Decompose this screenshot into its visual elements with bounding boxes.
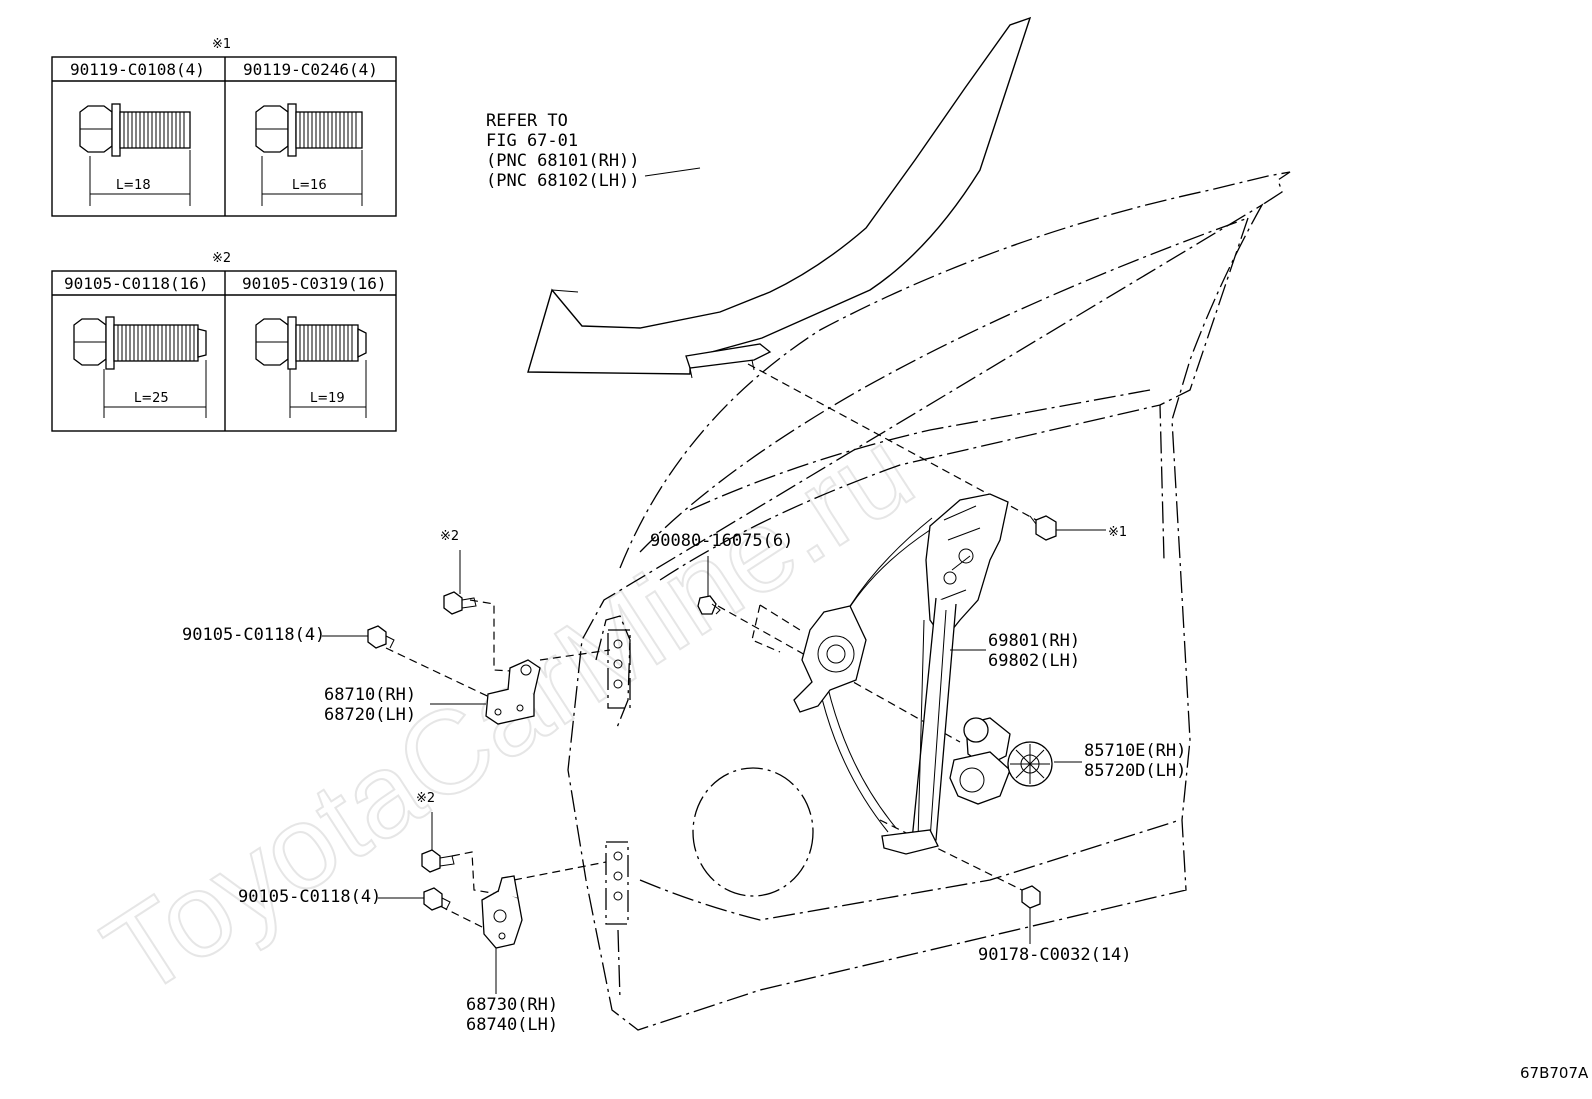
nut-90178-label: 90178-C0032(14) [978,945,1132,965]
table-1-length-1: L=18 [116,178,151,193]
table-1-part-2: 90119-C0246(4) [243,60,378,79]
lower-hinge-rh-label: 68730(RH) [466,995,558,1015]
refer-line-2: FIG 67-01 [486,131,578,151]
bolt-icon [73,316,207,370]
upper-hinge-lh-label: 68720(LH) [324,705,416,725]
refer-leader [644,167,701,177]
bolt-icon [421,849,455,873]
table-1-length-2: L=16 [292,178,327,193]
lower-hinge-lh-label: 68740(LH) [466,1015,558,1035]
motor-lh-label: 85720D(LH) [1084,761,1186,781]
upper-hinge-rh-label: 68710(RH) [324,685,416,705]
table-2-length-1: L=25 [134,391,169,406]
table-2-part-2: 90105-C0319(16) [242,274,387,293]
table-2-part-1: 90105-C0118(16) [64,274,209,293]
nut-icon [1021,885,1041,909]
refer-line-1: REFER TO [486,111,568,131]
bolt-upper-hinge-label: 90105-C0118(4) [182,625,325,645]
table-2-marker: ※2 [212,251,231,266]
bolt-icon [697,595,721,615]
motor-rh-label: 85710E(RH) [1084,741,1186,761]
star2-upper-label: ※2 [440,529,459,544]
bolt-icon [255,316,367,370]
refer-line-4: (PNC 68102(LH)) [486,171,640,191]
lower-hinge [481,875,523,949]
star1-label: ※1 [1108,525,1127,540]
bolt-icon [255,103,363,157]
upper-hinge [485,659,541,725]
speaker-opening [692,767,814,897]
regulator-motor [949,717,1053,805]
table-2-length-2: L=19 [310,391,345,406]
regulator-rh-label: 69801(RH) [988,631,1080,651]
table-1-marker: ※1 [212,37,231,52]
bolt-table-2: ※2 90105-C0118(16) 90105-C0319(16) L=25 [51,251,397,432]
table-1-part-1: 90119-C0108(4) [70,60,205,79]
bolt-icon [367,625,395,649]
bolt-icon [443,591,477,615]
bolt-icon [79,103,191,157]
bolt-icon [423,887,451,911]
star2-lower-label: ※2 [416,791,435,806]
regulator-lh-label: 69802(LH) [988,651,1080,671]
diagram-code: 67B707A [1520,1064,1589,1082]
bolt-icon [1029,515,1057,541]
bolt-lower-hinge-label: 90105-C0118(4) [238,887,381,907]
bolt-table-1: ※1 90119-C0108(4) 90119-C0246(4) L=18 L [51,37,397,217]
window-regulator [793,493,1009,855]
refer-line-3: (PNC 68101(RH)) [486,151,640,171]
window-glass [527,16,1032,379]
door-panel [567,171,1291,1031]
bolt-90080-label: 90080-16075(6) [650,531,793,551]
